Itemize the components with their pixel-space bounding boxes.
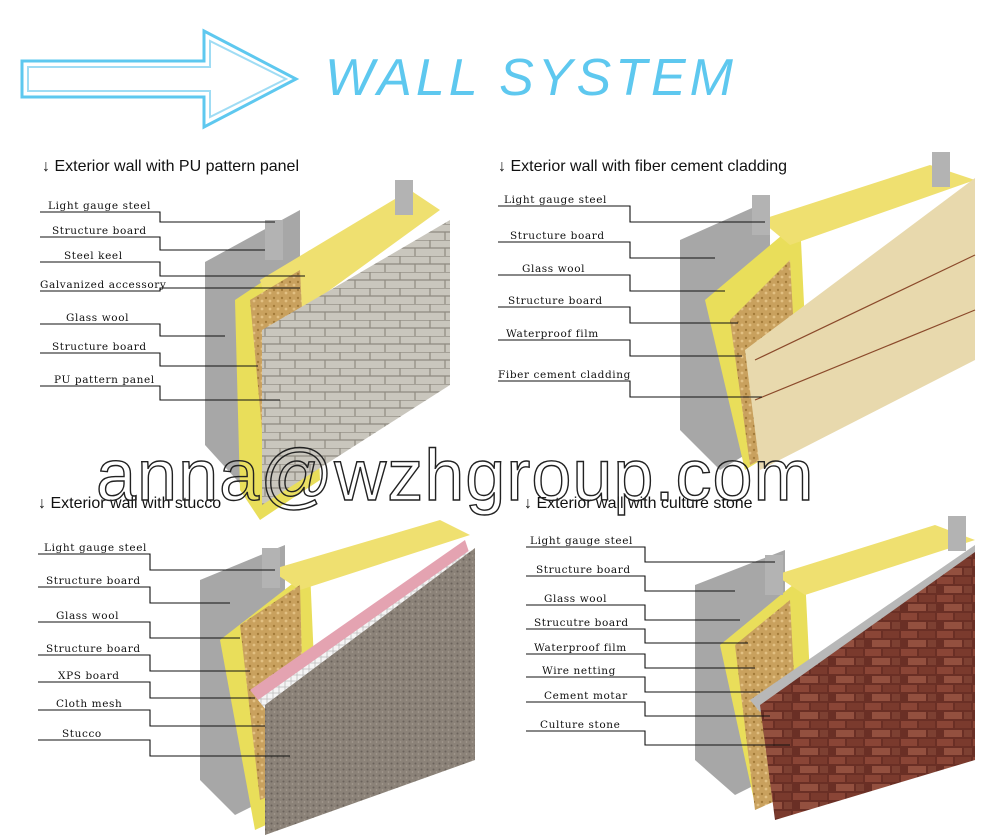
label-structure-board: Structure board: [46, 575, 141, 587]
label-glass-wool: Glass wool: [56, 610, 120, 622]
label-structure-board: Structure board: [536, 564, 631, 576]
label-structure-board: Structure board: [510, 230, 605, 242]
wall-fiber-cement-cladding: [680, 152, 976, 470]
label-glass-wool: Glass wool: [544, 593, 608, 605]
label-fiber-cement-cladding: Fiber cement cladding: [498, 369, 631, 381]
panel-title-culture-stone: ↓ Exterior wall with culture stone: [524, 495, 753, 512]
wall-pu-pattern-panel: [205, 180, 450, 520]
label-waterproof-film: Waterproof film: [506, 328, 599, 340]
label-glass-wool: Glass wool: [522, 263, 586, 275]
label-galvanized-accessory: Galvanized accessory: [40, 279, 167, 291]
panel-title-stucco: ↓ Exterior wall with stucco: [38, 495, 222, 512]
arrow-right-icon: [20, 28, 300, 130]
label-cement-motar: Cement motar: [544, 690, 628, 702]
label-pu-pattern-panel: PU pattern panel: [54, 374, 155, 386]
label-light-gauge-steel: Light gauge steel: [44, 542, 147, 554]
label-glass-wool: Glass wool: [66, 312, 130, 324]
label-light-gauge-steel: Light gauge steel: [530, 535, 633, 547]
page-title: WALL SYSTEM: [325, 49, 737, 107]
label-culture-stone: Culture stone: [540, 719, 621, 731]
label-stucco: Stucco: [62, 728, 102, 740]
label-light-gauge-steel: Light gauge steel: [48, 200, 151, 212]
label-structure-board-2: Structure board: [508, 295, 603, 307]
label-wire-netting: Wire netting: [542, 665, 616, 677]
label-cloth-mesh: Cloth mesh: [56, 698, 123, 710]
wall-stucco: [200, 520, 475, 835]
label-waterproof-film: Waterproof film: [534, 642, 627, 654]
label-light-gauge-steel: Light gauge steel: [504, 194, 607, 206]
wall-culture-stone: [695, 516, 975, 820]
label-structure-board-2: Structure board: [52, 341, 147, 353]
label-structure-board-2: Structure board: [46, 643, 141, 655]
panel-title-pu: ↓ Exterior wall with PU pattern panel: [42, 158, 299, 175]
label-steel-keel: Steel keel: [64, 250, 123, 262]
watermark-email: anna@wzhgroup.com: [95, 435, 815, 516]
label-xps-board: XPS board: [58, 670, 120, 682]
label-structure-board: Structure board: [52, 225, 147, 237]
label-structure-board-2: Strucutre board: [534, 617, 629, 629]
panel-title-fiber-cement: ↓ Exterior wall with fiber cement claddi…: [498, 158, 788, 175]
